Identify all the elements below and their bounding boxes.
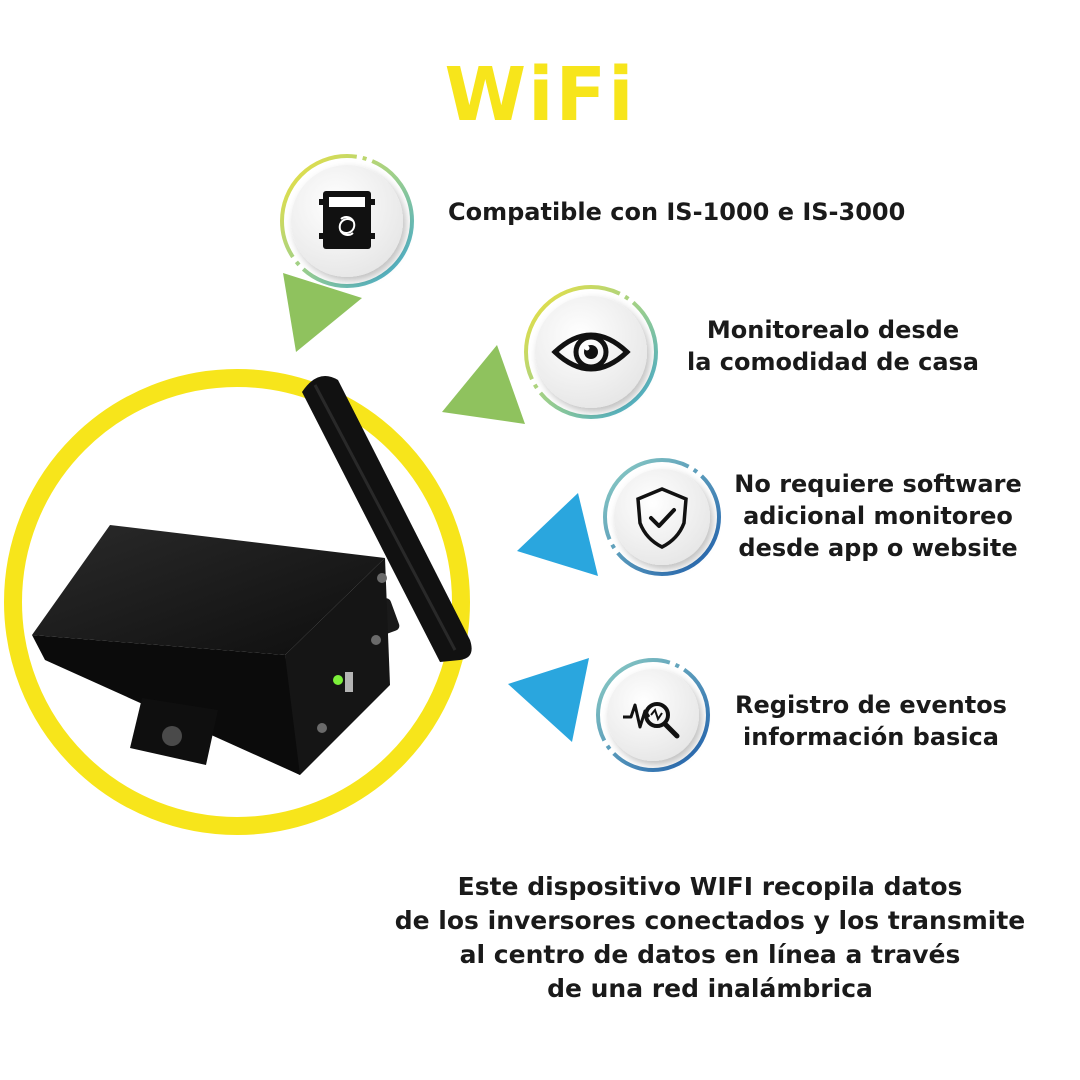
feature-line: No requiere software bbox=[734, 470, 1022, 498]
device-ring bbox=[4, 369, 470, 835]
feature-line: Monitorealo desde bbox=[706, 316, 960, 344]
feature-bubble-3 bbox=[603, 458, 721, 576]
feature-bubble-1 bbox=[280, 154, 414, 288]
description-line: al centro de datos en línea a través bbox=[459, 940, 961, 969]
device-led bbox=[333, 675, 343, 685]
page-title: WiFi bbox=[444, 52, 636, 138]
feature-bubble-4 bbox=[596, 658, 710, 772]
feature-line: adicional monitoreo bbox=[743, 502, 1013, 530]
feature-bubble-2 bbox=[524, 285, 658, 419]
feature-line: información basica bbox=[743, 723, 999, 751]
description-line: Este dispositivo WIFI recopila datos bbox=[457, 872, 963, 901]
pointer-triangle-4 bbox=[508, 658, 589, 742]
feature-line: desde app o website bbox=[738, 534, 1018, 562]
wifi-device bbox=[32, 376, 472, 775]
feature-line: la comodidad de casa bbox=[686, 348, 980, 376]
inverter-device-icon bbox=[319, 191, 375, 249]
description-line: de una red inalámbrica bbox=[547, 974, 873, 1003]
feature-text-1: Compatible con IS-1000 e IS-3000 bbox=[448, 196, 905, 228]
event-search-icon bbox=[623, 702, 680, 739]
feature-text-2: Monitorealo desde la comodidad de casa bbox=[668, 314, 998, 378]
pointer-triangle-3 bbox=[517, 493, 598, 576]
feature-line: Compatible con IS-1000 e IS-3000 bbox=[448, 198, 906, 226]
feature-text-3: No requiere software adicional monitoreo… bbox=[718, 468, 1038, 564]
feature-line: Registro de eventos bbox=[735, 691, 1007, 719]
device-box-front bbox=[285, 558, 390, 775]
description-line: de los inversores conectados y los trans… bbox=[394, 906, 1026, 935]
pointer-triangle-1 bbox=[283, 273, 362, 352]
eye-icon bbox=[551, 332, 631, 372]
shield-check-icon bbox=[636, 487, 688, 549]
feature-text-4: Registro de eventos información basica bbox=[716, 689, 1026, 753]
pointer-triangle-2 bbox=[442, 345, 525, 424]
description-text: Este dispositivo WIFI recopila datos de … bbox=[340, 870, 1080, 1006]
device-box-top bbox=[32, 525, 385, 655]
